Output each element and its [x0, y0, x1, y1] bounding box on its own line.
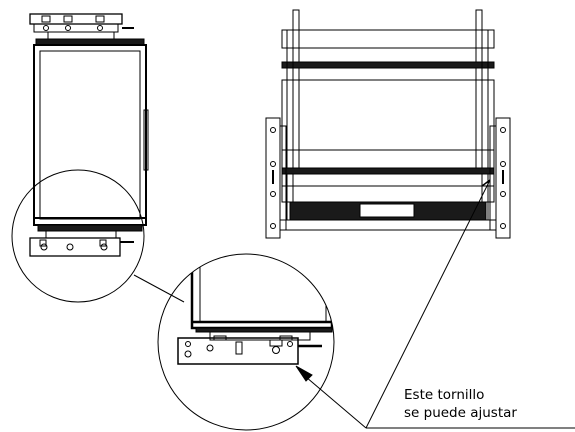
cabinet-body	[33, 44, 149, 226]
callout-leader-line	[365, 179, 491, 429]
bottom-bracket	[29, 224, 143, 257]
callout-line-1: Este tornillo	[404, 387, 485, 403]
top-bracket	[29, 13, 145, 46]
side-view	[11, 13, 149, 303]
detail-view	[157, 253, 367, 431]
screw-pointer-arrow	[295, 365, 313, 382]
detail-circle-small	[11, 169, 145, 303]
callout-line-2: se puede ajustar	[404, 405, 517, 421]
detail-circle-large	[157, 253, 335, 431]
left-side-bracket	[265, 117, 287, 239]
magnifier-leader-line	[133, 274, 185, 303]
right-side-bracket	[481, 117, 511, 239]
adjustable-screw-callout: Este tornillo se puede ajustar	[404, 386, 517, 422]
front-view	[265, 9, 511, 239]
